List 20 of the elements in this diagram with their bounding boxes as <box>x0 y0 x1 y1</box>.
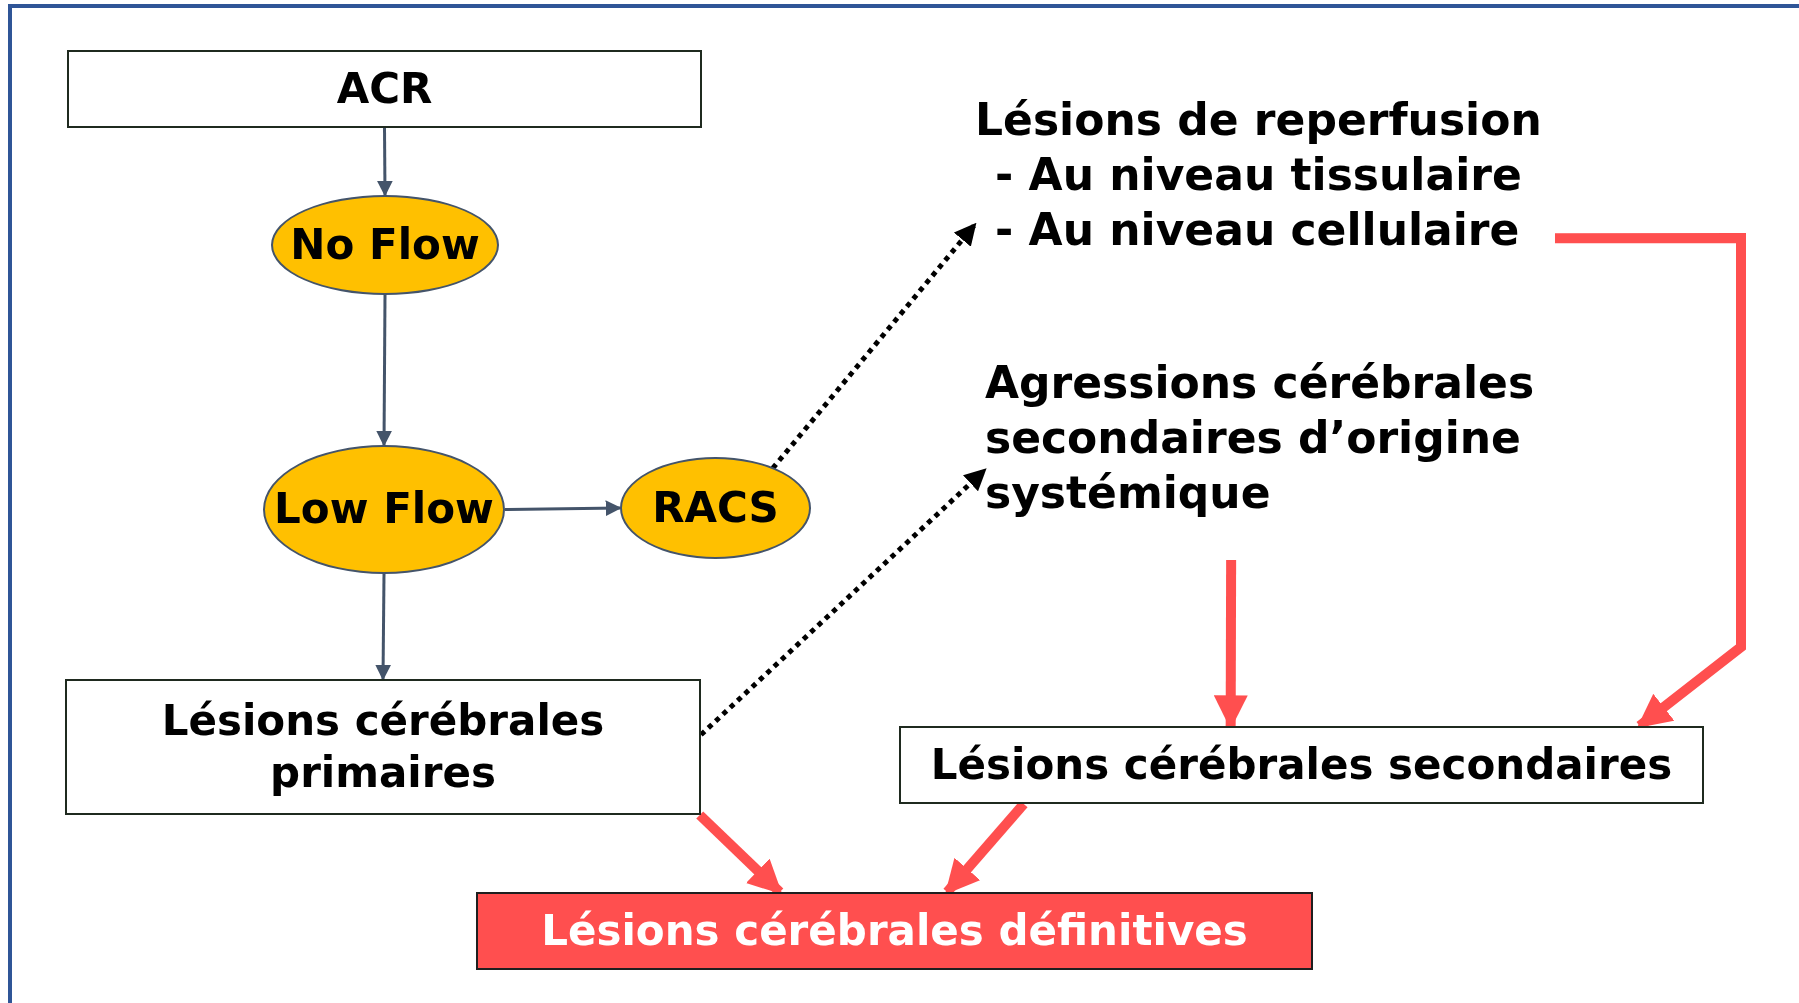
result-box <box>476 892 1313 970</box>
arrow <box>504 500 622 517</box>
node-text: RACS <box>652 481 779 534</box>
node-text: Lésions de reperfusion <box>975 93 1542 147</box>
node-text: No Flow <box>290 218 480 271</box>
node-text: Lésions cérébrales secondaires <box>930 738 1673 791</box>
node-text: Agressions cérébrales secondaires d’origine systémique <box>985 356 1536 520</box>
node-text: Lésions cérébrales primaires <box>160 694 606 799</box>
arrow <box>376 295 393 447</box>
process-box <box>65 679 701 815</box>
node-text: - Au niveau tissulaire <box>994 148 1522 202</box>
arrow <box>770 222 977 470</box>
process-box <box>899 726 1704 804</box>
arrow <box>376 128 393 197</box>
process-box <box>67 50 702 128</box>
node-text: ACR <box>336 62 433 115</box>
node-text: - Au niveau cellulaire <box>994 203 1520 257</box>
node-text: Low Flow <box>274 483 494 536</box>
node-text: Lésions cérébrales définitives <box>541 904 1248 957</box>
arrow <box>375 574 392 681</box>
